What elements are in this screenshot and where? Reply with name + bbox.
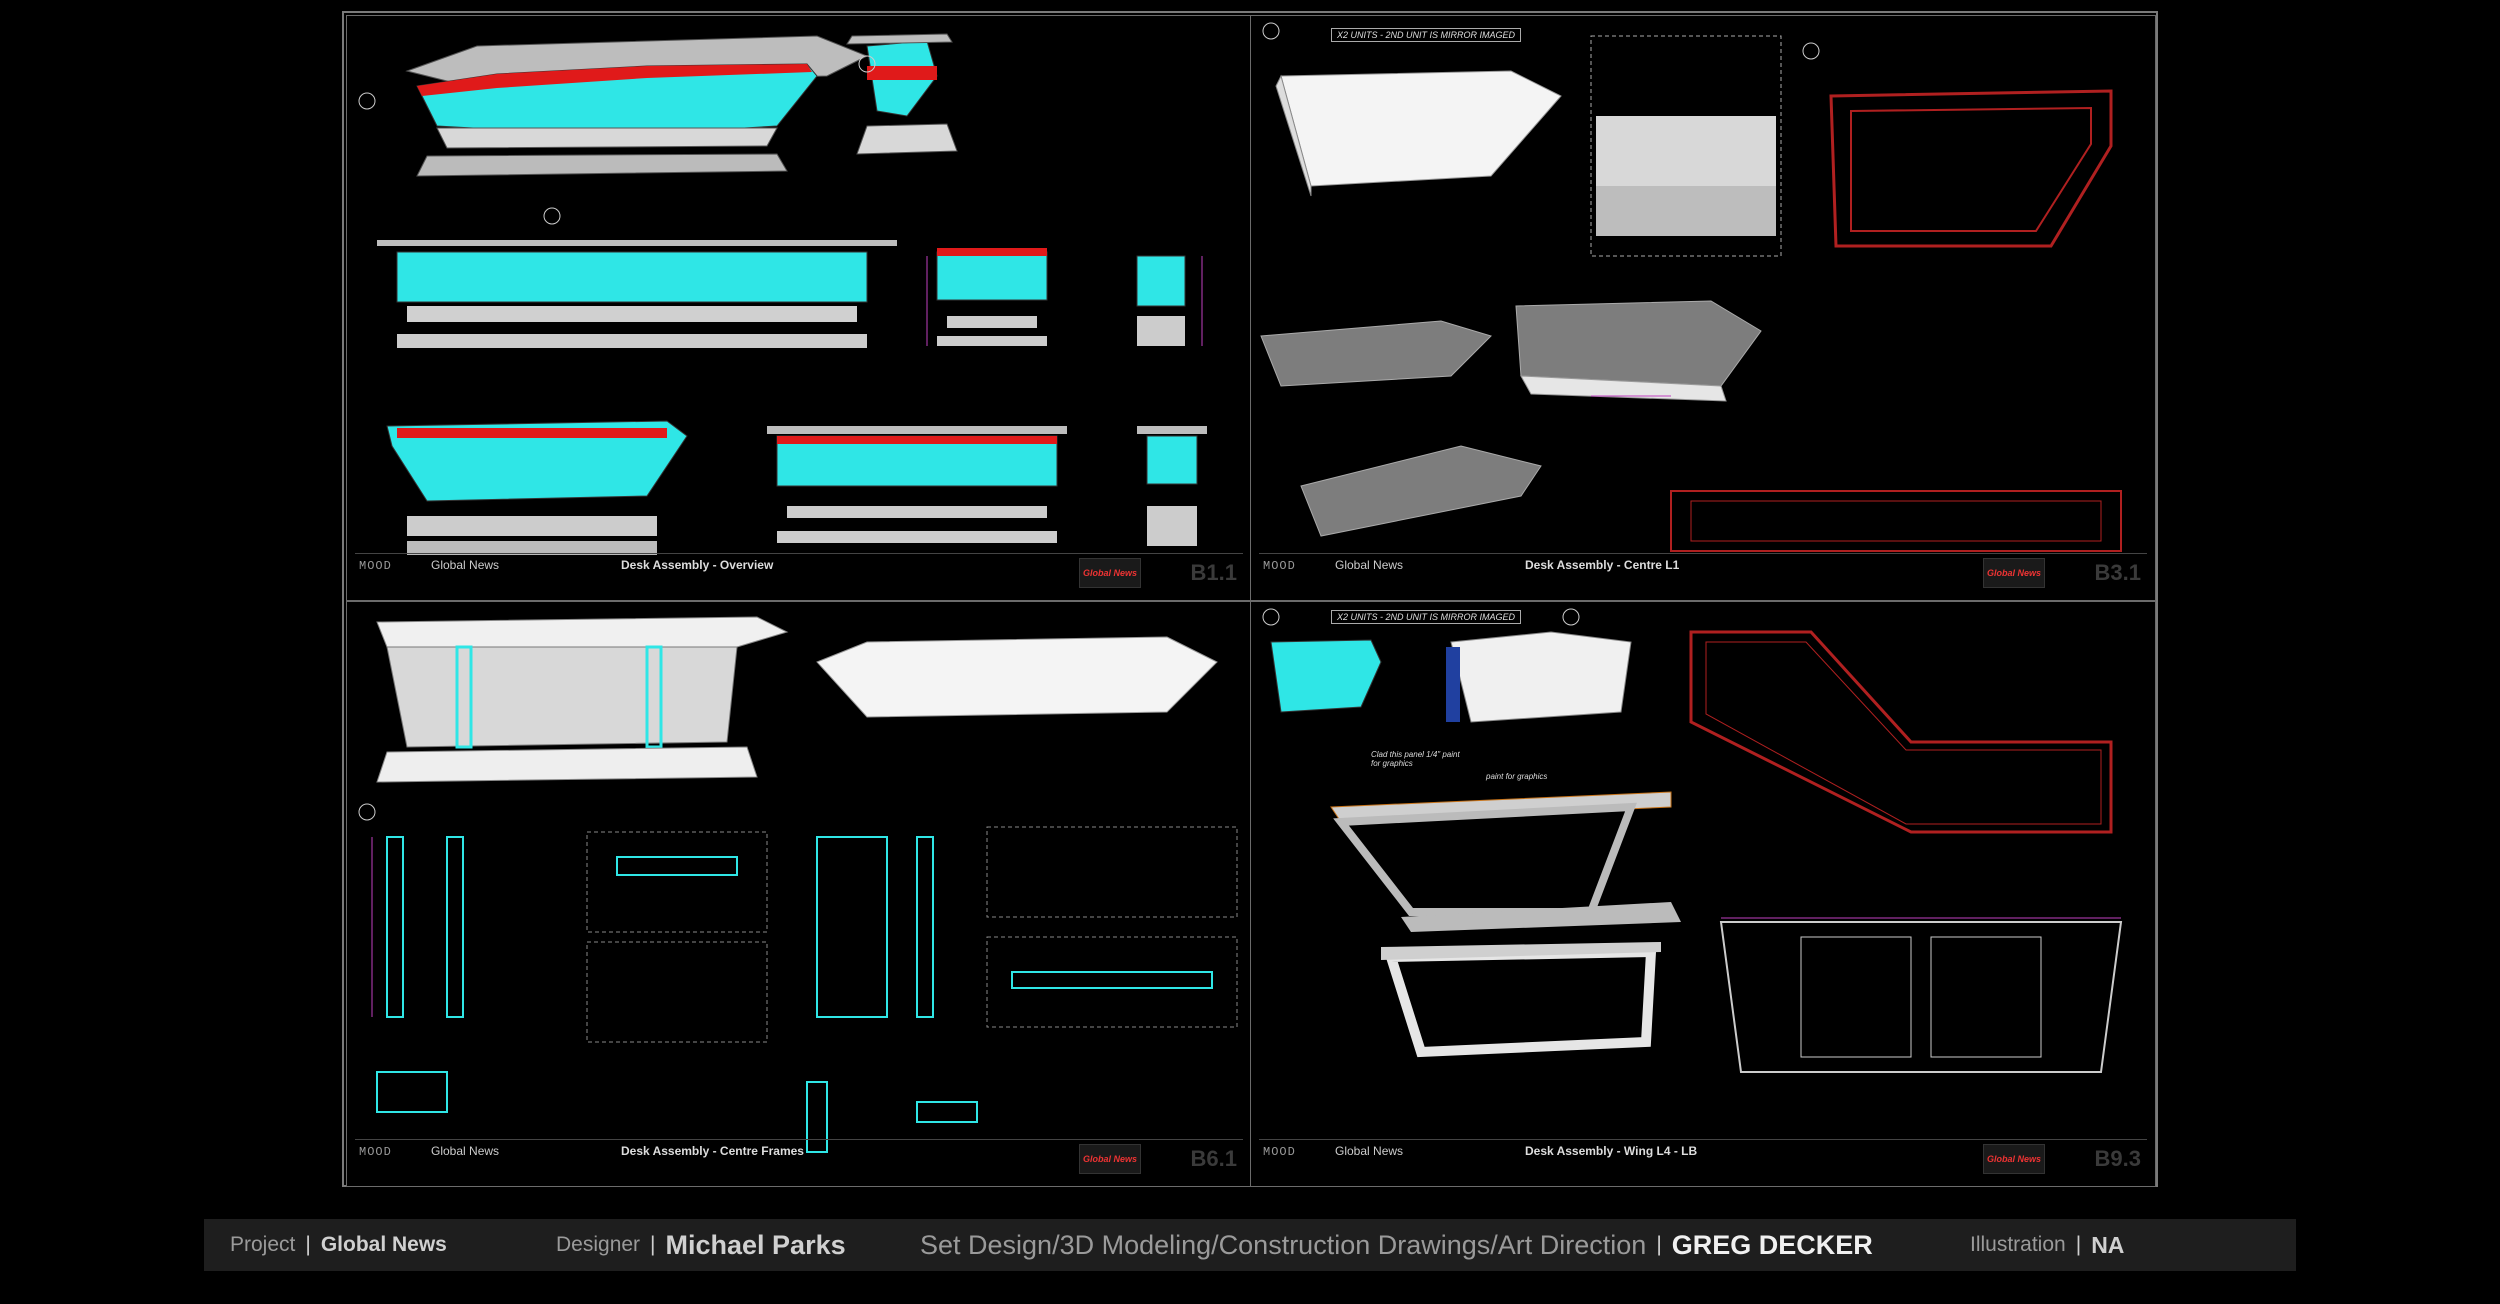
studio-logo: MOOD (359, 559, 392, 573)
title-block: MOOD Global News Desk Assembly - Overvie… (355, 553, 1243, 594)
studio-logo: MOOD (1263, 559, 1296, 573)
client-logo-badge: Global News (1079, 558, 1141, 588)
sheet-number: B6.1 (1190, 1146, 1237, 1171)
project-credit: Project | Global News (230, 1233, 447, 1257)
separator: | (305, 1233, 311, 1256)
title-block: MOOD Global News Desk Assembly - Centre … (1259, 553, 2147, 594)
overview-drawings (358, 33, 1207, 555)
illustration-value: NA (2091, 1231, 2125, 1258)
sheet-title: Desk Assembly - Centre Frames (621, 1144, 804, 1158)
centre-frames-drawings (358, 616, 1238, 1153)
sheet-title: Desk Assembly - Wing L4 - LB (1525, 1144, 1698, 1158)
project-label: Project (230, 1233, 296, 1256)
clad-panel-note: Clad this panel 1/4" paint for graphics (1371, 750, 1460, 768)
title-block: MOOD Global News Desk Assembly - Centre … (355, 1139, 1243, 1180)
client-logo-badge: Global News (1983, 558, 2045, 588)
drawing-board: MOOD Global News Desk Assembly - Overvie… (342, 11, 2158, 1187)
separator: | (2075, 1233, 2082, 1256)
sheet-number: B1.1 (1190, 560, 1237, 585)
separator: | (1656, 1233, 1662, 1256)
sheet-number: B3.1 (2094, 560, 2141, 585)
centre-l1-drawings (1260, 22, 2122, 552)
client-name: Global News (1335, 1144, 1404, 1158)
sheet-centre-l1[interactable]: X2 UNITS - 2ND UNIT IS MIRROR IMAGED MOO… (1250, 15, 2156, 601)
studio-logo: MOOD (359, 1145, 392, 1159)
title-block: MOOD Global News Desk Assembly - Wing L4… (1259, 1139, 2147, 1180)
client-name: Global News (431, 558, 500, 572)
client-logo-badge: Global News (1983, 1144, 2045, 1174)
studio-logo: MOOD (1263, 1145, 1296, 1159)
sheet-title: Desk Assembly - Overview (621, 558, 774, 572)
sheet-centre-frames[interactable]: MOOD Global News Desk Assembly - Centre … (346, 601, 1252, 1187)
role-credit: Set Design/3D Modeling/Construction Draw… (920, 1230, 1873, 1261)
sheet-title: Desk Assembly - Centre L1 (1525, 558, 1680, 572)
illustration-label: Illustration (1970, 1233, 2066, 1256)
sheet-desk-overview[interactable]: MOOD Global News Desk Assembly - Overvie… (346, 15, 1252, 601)
mirror-note: X2 UNITS - 2ND UNIT IS MIRROR IMAGED (1331, 610, 1522, 624)
client-name: Global News (431, 1144, 500, 1158)
role-value[interactable]: GREG DECKER (1671, 1229, 1873, 1260)
mirror-note: X2 UNITS - 2ND UNIT IS MIRROR IMAGED (1331, 28, 1522, 42)
client-logo-badge: Global News (1079, 1144, 1141, 1174)
wing-l4-drawings (1262, 608, 2123, 1073)
illustration-credit: Illustration | NA (1970, 1232, 2124, 1259)
credits-footer: Project | Global News Designer | Michael… (204, 1219, 2296, 1271)
client-name: Global News (1335, 558, 1404, 572)
sheet-number: B9.3 (2094, 1146, 2141, 1171)
separator: | (650, 1233, 656, 1256)
role-label: Set Design/3D Modeling/Construction Draw… (920, 1229, 1647, 1260)
designer-credit: Designer | Michael Parks (556, 1230, 846, 1261)
project-value[interactable]: Global News (320, 1233, 447, 1256)
paint-graphics-note: paint for graphics (1486, 772, 1548, 781)
designer-label: Designer (556, 1233, 641, 1256)
designer-value[interactable]: Michael Parks (665, 1229, 846, 1260)
sheet-wing-l4[interactable]: X2 UNITS - 2ND UNIT IS MIRROR IMAGED Cla… (1250, 601, 2156, 1187)
